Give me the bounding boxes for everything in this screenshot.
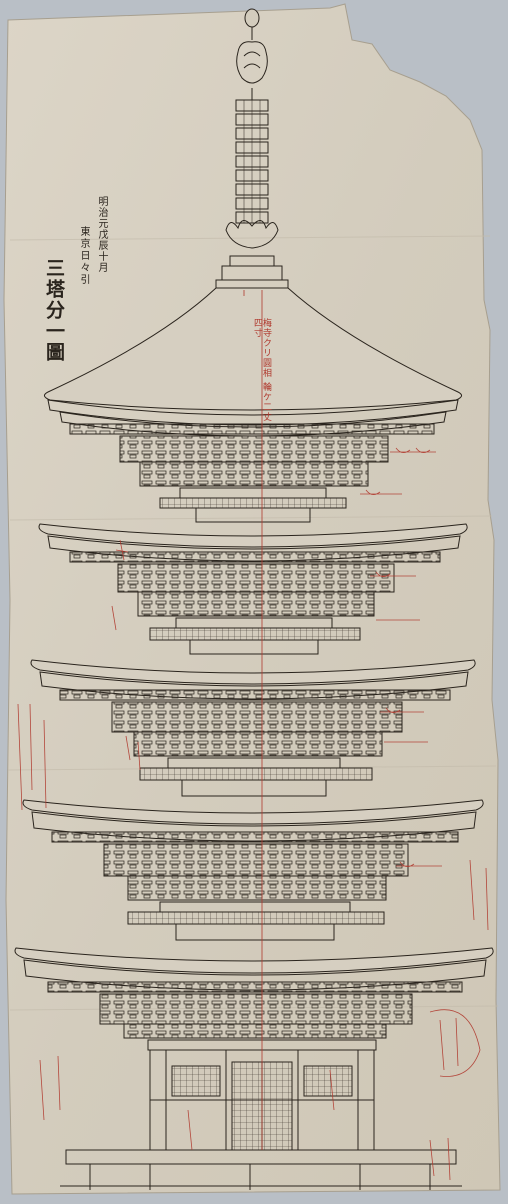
ground-floor bbox=[60, 1039, 462, 1190]
mast-dimension-note: 梅寺クリ圓相 輪ケ二丈四寸 bbox=[252, 318, 271, 422]
tier-roof-5 bbox=[14, 947, 494, 1039]
tier-roof-3 bbox=[30, 659, 476, 797]
flame-ornament bbox=[236, 41, 268, 84]
document-title: 三塔分一圖 bbox=[43, 258, 65, 363]
tier-roof-1 bbox=[44, 287, 462, 523]
spire-rings bbox=[235, 99, 269, 224]
veranda bbox=[65, 1149, 457, 1165]
center-axis bbox=[243, 290, 263, 1150]
finial-jewel bbox=[244, 8, 260, 28]
tier-roof-4 bbox=[22, 799, 484, 941]
left-window bbox=[171, 1065, 221, 1097]
red-annotations bbox=[17, 447, 489, 1181]
date-note: 明治元戊辰十月 bbox=[96, 196, 107, 273]
right-window bbox=[303, 1065, 353, 1097]
tier-roof-2 bbox=[38, 523, 468, 655]
author-note: 東京日々引 bbox=[78, 226, 89, 286]
lotus-base bbox=[225, 220, 279, 249]
